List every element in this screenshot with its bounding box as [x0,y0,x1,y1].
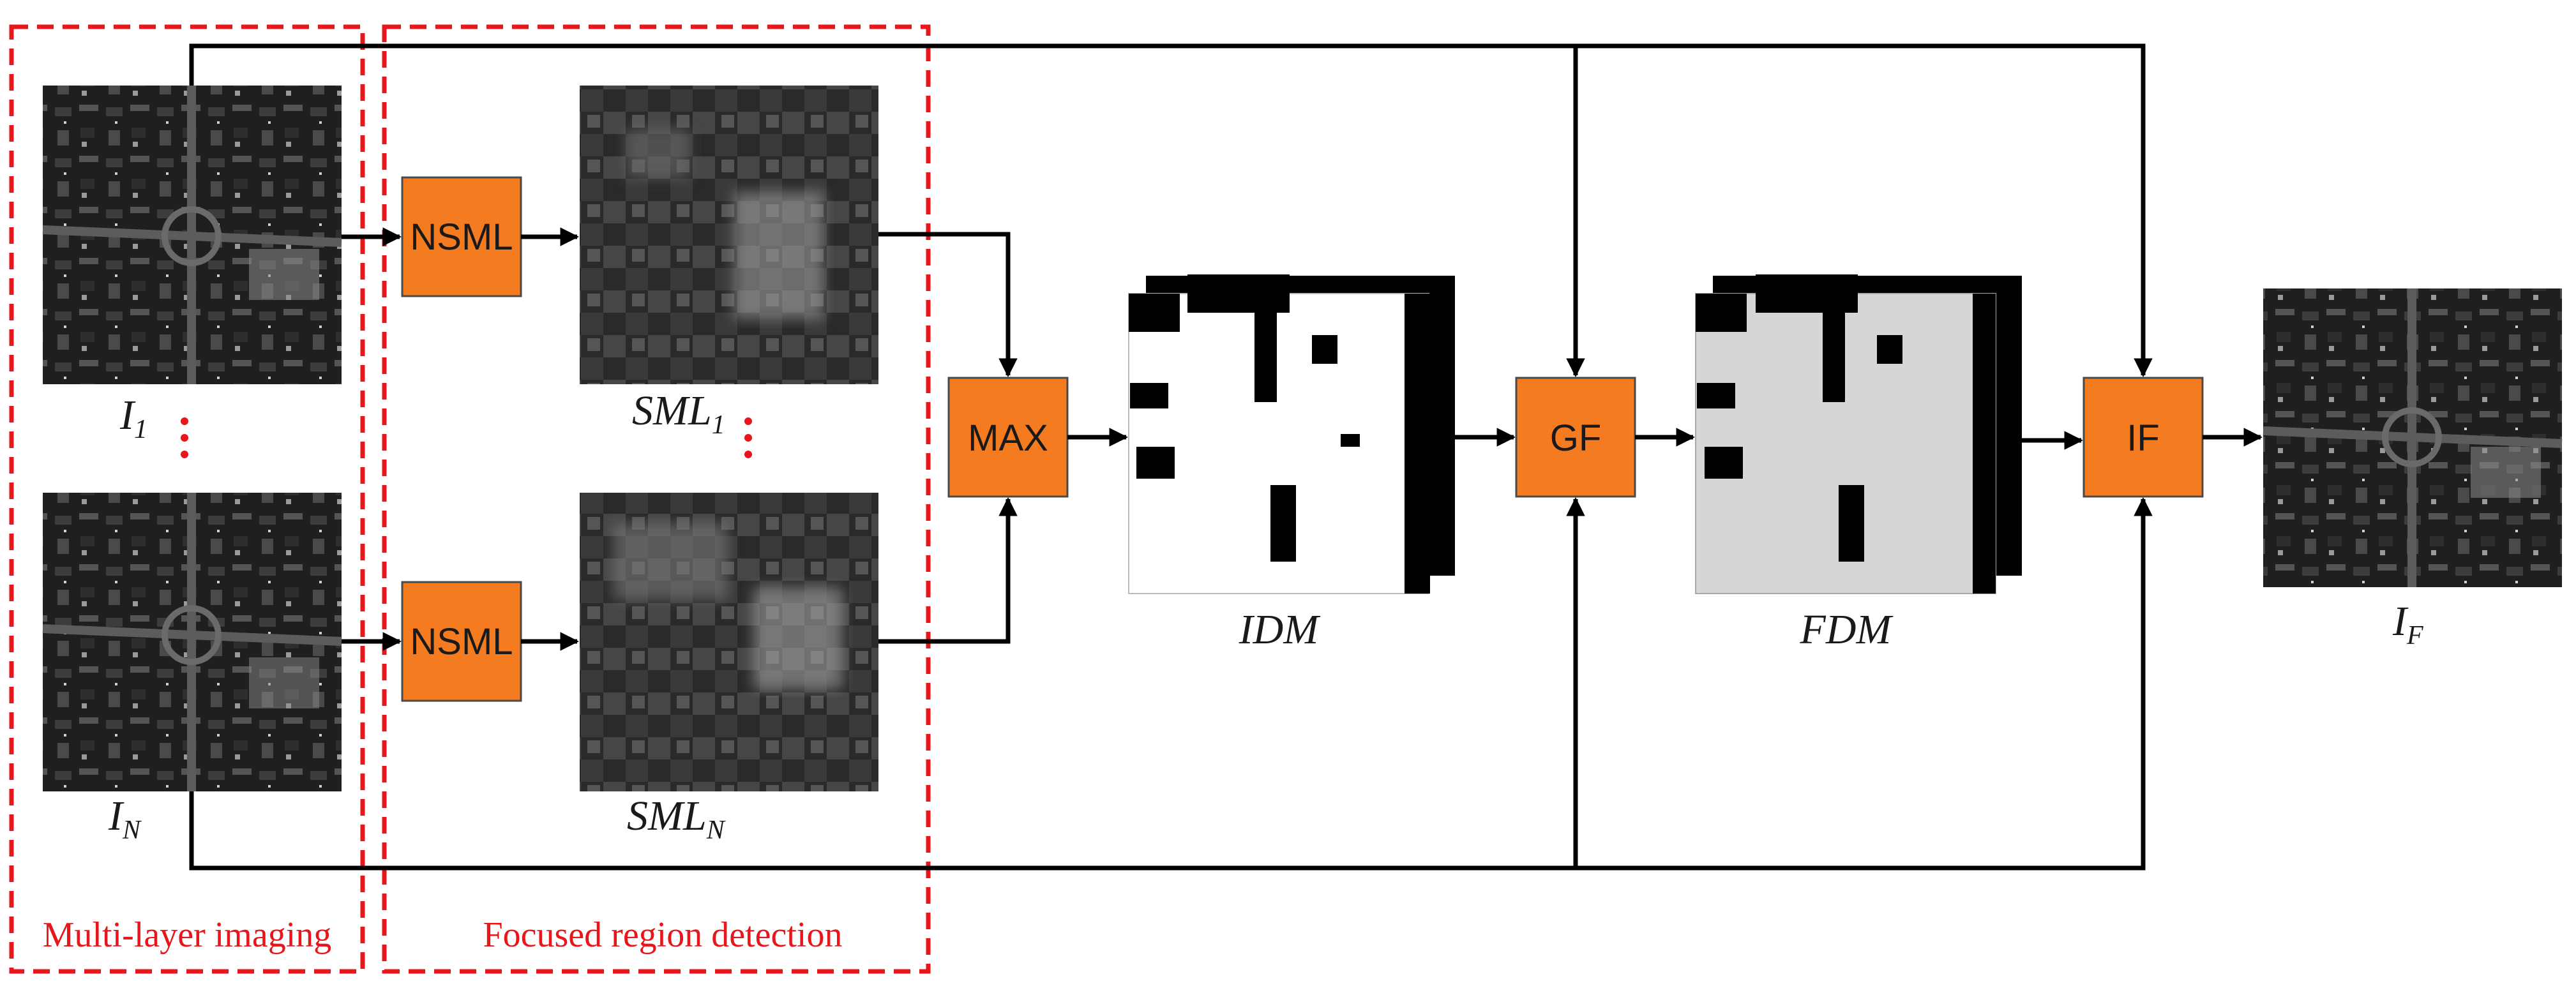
imaging-ellipsis [181,417,188,458]
connector-lines [189,43,2263,871]
label-smln: SMLN [627,793,726,845]
fused-image [2263,288,2563,587]
imaging-group-outline [9,24,365,974]
if-label: IF [2127,417,2160,459]
imaging-group-label: Multi-layer imaging [43,915,332,955]
sml-map-n [580,493,878,791]
fdm-map [1695,274,2022,594]
max-label: MAX [968,417,1048,459]
detection-group-label: Focused region detection [483,915,843,955]
gf-box [1515,377,1636,498]
label-if: IF [2392,598,2423,650]
source-image-1 [42,86,342,384]
gf-label: GF [1550,417,1602,459]
detection-ellipsis [744,417,752,458]
label-in: IN [108,793,142,845]
label-fdm: FDM [1800,606,1894,653]
if-box [2083,377,2204,498]
label-i1: I1 [119,392,147,444]
label-idm: IDM [1239,606,1322,653]
idm-map [1128,274,1455,594]
source-image-n [42,493,342,791]
nsml-label-top: NSML [410,216,513,258]
sml-map-1 [580,86,878,384]
label-sml1: SML1 [632,387,725,440]
detection-group-outline [382,24,931,974]
nsml-label-bottom: NSML [410,621,513,662]
max-box [947,377,1069,498]
